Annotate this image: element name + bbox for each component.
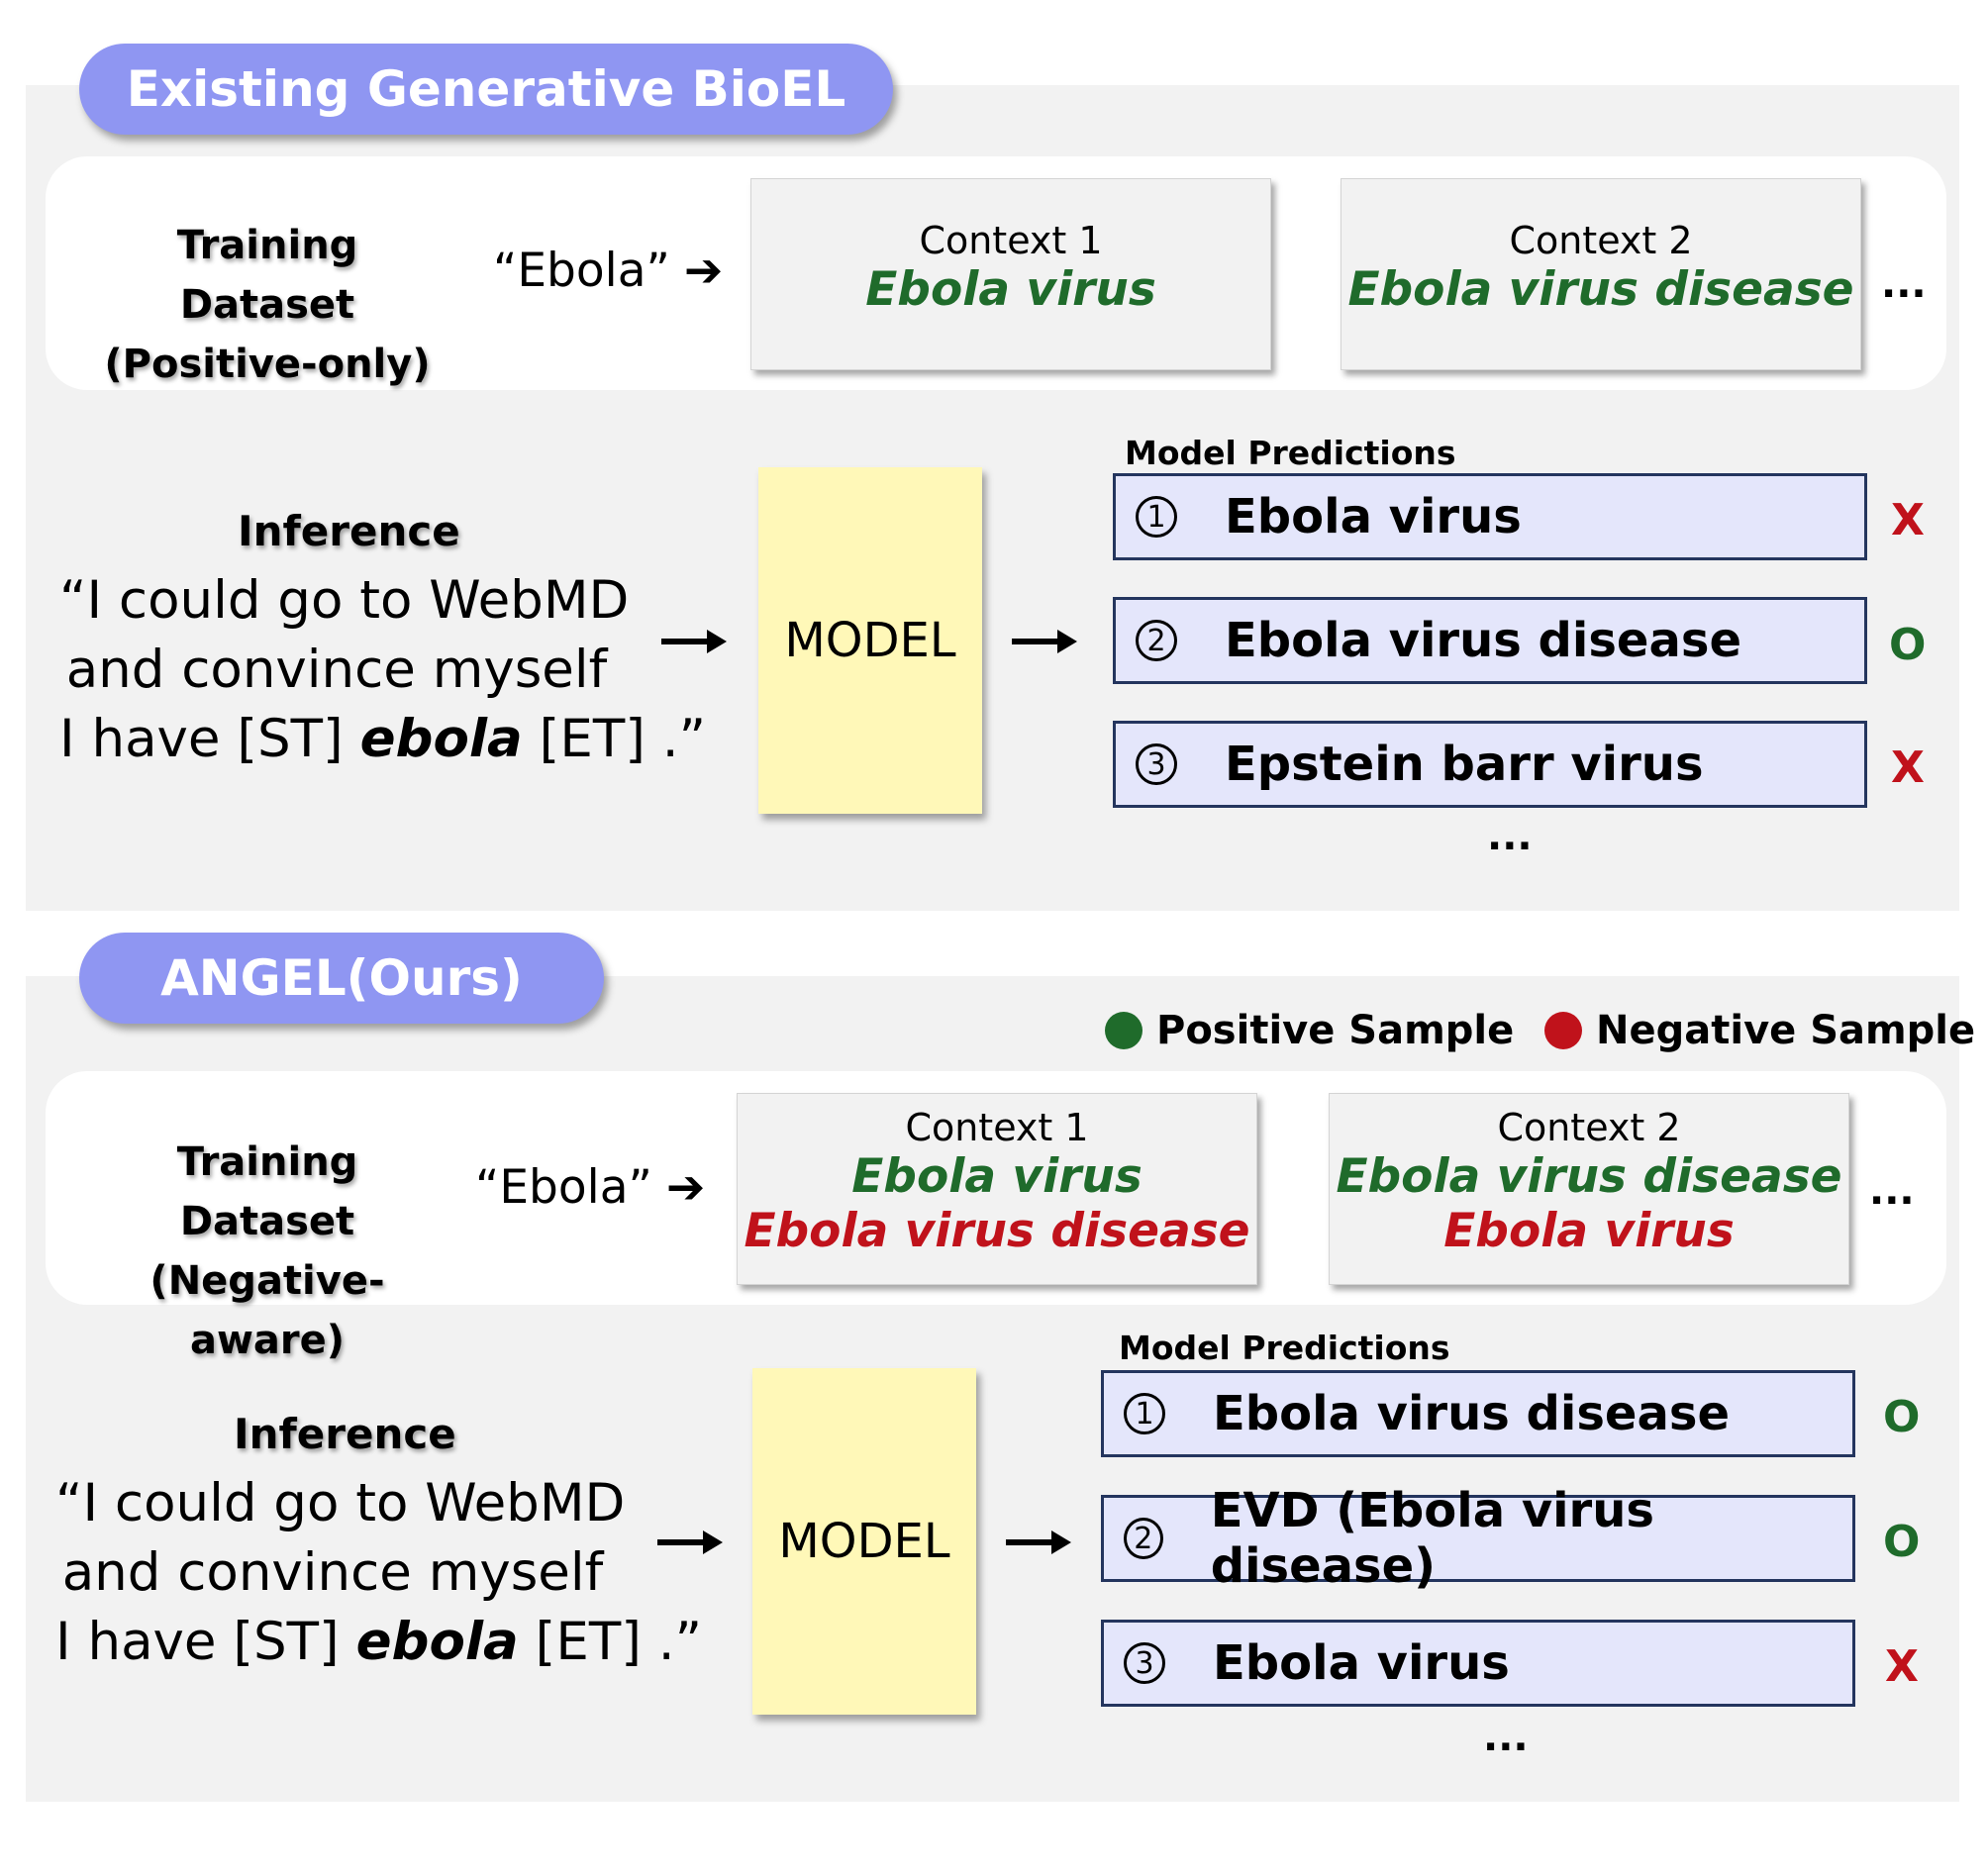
prediction-text: Ebola virus <box>1213 1635 1510 1691</box>
legend-positive-label: Positive Sample <box>1156 1008 1515 1053</box>
context-title: Context 1 <box>905 1106 1089 1149</box>
prediction-row: 1 Ebola virus disease <box>1101 1370 1855 1457</box>
training-label-line1: Training Dataset <box>176 223 358 328</box>
prediction-row: 3 Epstein barr virus <box>1113 721 1867 808</box>
angel-model-box: MODEL <box>752 1368 976 1715</box>
existing-inference-text: “I could go to WebMD and convince myself… <box>59 566 707 774</box>
mention-text: ebola <box>355 1612 519 1672</box>
prediction-text: Ebola virus disease <box>1225 613 1741 668</box>
legend-positive: Positive Sample <box>1105 1008 1514 1053</box>
output-arrow-icon <box>1012 630 1077 653</box>
context-entity-positive: Ebola virus <box>851 1149 1143 1204</box>
inference-line3: I have [ST] ebola [ET] .” <box>59 709 707 769</box>
existing-context-1: Context 1 Ebola virus <box>750 178 1271 370</box>
context-title: Context 2 <box>1509 219 1693 262</box>
mention-text: ebola <box>359 709 523 769</box>
training-label-line2: (Negative-aware) <box>149 1258 385 1363</box>
training-label-line2: (Positive-only) <box>104 342 431 387</box>
inference-line1: “I could go to WebMD <box>55 1473 626 1533</box>
input-arrow-icon <box>661 630 727 653</box>
context-entity-positive: Ebola virus <box>865 262 1156 317</box>
prediction-row: 1 Ebola virus <box>1113 473 1867 560</box>
context-entity-positive: Ebola virus disease <box>1336 1149 1842 1204</box>
angel-context-2: Context 2 Ebola virus disease Ebola viru… <box>1329 1093 1849 1285</box>
prediction-text: Ebola virus <box>1225 489 1522 544</box>
correct-mark: O <box>1883 1392 1921 1442</box>
rank-3-icon: 3 <box>1136 743 1177 785</box>
rank-3-icon: 3 <box>1124 1642 1165 1684</box>
context-title: Context 2 <box>1497 1106 1681 1149</box>
existing-context-more: ... <box>1881 261 1927 307</box>
angel-inference-title: Inference <box>234 1410 456 1458</box>
inference-line3: I have [ST] ebola [ET] .” <box>55 1612 703 1672</box>
input-arrow-icon <box>657 1530 723 1554</box>
angel-predictions-title: Model Predictions <box>1119 1329 1450 1367</box>
output-arrow-icon <box>1006 1530 1071 1554</box>
training-label-line1: Training Dataset <box>176 1139 358 1244</box>
inference-line2: and convince myself <box>61 1542 604 1603</box>
rank-2-icon: 2 <box>1124 1518 1163 1559</box>
wrong-mark: X <box>1885 1641 1919 1692</box>
rank-1-icon: 1 <box>1124 1393 1165 1434</box>
rank-1-icon: 1 <box>1136 496 1177 538</box>
rank-2-icon: 2 <box>1136 620 1177 661</box>
existing-predictions-title: Model Predictions <box>1125 434 1456 472</box>
prediction-text: Ebola virus disease <box>1213 1386 1730 1441</box>
angel-context-more: ... <box>1869 1168 1915 1214</box>
inference-line1: “I could go to WebMD <box>59 570 630 631</box>
prediction-text: Epstein barr virus <box>1225 737 1704 792</box>
prediction-row: 2 Ebola virus disease <box>1113 597 1867 684</box>
angel-query: “Ebola” ➔ <box>475 1160 705 1215</box>
right-arrow-icon: ➔ <box>683 244 724 298</box>
legend-negative: Negative Sample <box>1544 1008 1975 1053</box>
prediction-row: 3 Ebola virus <box>1101 1620 1855 1707</box>
angel-training-label: Training Dataset (Negative-aware) <box>89 1133 446 1370</box>
wrong-mark: X <box>1891 495 1925 545</box>
angel-title-pill: ANGEL(Ours) <box>79 933 604 1024</box>
existing-title-pill: Existing Generative BioEL <box>79 44 893 135</box>
query-text: “Ebola” <box>475 1160 652 1215</box>
existing-context-2: Context 2 Ebola virus disease <box>1341 178 1861 370</box>
wrong-mark: X <box>1891 742 1925 793</box>
negative-dot-icon <box>1544 1012 1582 1049</box>
context-entity-negative: Ebola virus <box>1443 1204 1735 1258</box>
context-title: Context 1 <box>919 219 1103 262</box>
right-arrow-icon: ➔ <box>665 1160 706 1215</box>
legend-negative-label: Negative Sample <box>1596 1008 1976 1053</box>
existing-model-box: MODEL <box>758 467 982 814</box>
angel-predictions-more: ... <box>1483 1715 1529 1760</box>
existing-inference-title: Inference <box>238 507 460 555</box>
existing-predictions-more: ... <box>1487 814 1533 859</box>
query-text: “Ebola” <box>493 244 670 298</box>
existing-training-label: Training Dataset (Positive-only) <box>89 216 446 394</box>
angel-inference-text: “I could go to WebMD and convince myself… <box>55 1469 703 1677</box>
context-entity-negative: Ebola virus disease <box>744 1204 1250 1258</box>
inference-line2: and convince myself <box>65 640 608 700</box>
correct-mark: O <box>1883 1517 1921 1567</box>
correct-mark: O <box>1889 620 1927 670</box>
prediction-row: 2 EVD (Ebola virus disease) <box>1101 1483 1855 1594</box>
context-entity-positive: Ebola virus disease <box>1347 262 1854 317</box>
existing-query: “Ebola” ➔ <box>493 244 723 298</box>
angel-context-1: Context 1 Ebola virus Ebola virus diseas… <box>737 1093 1257 1285</box>
positive-dot-icon <box>1105 1012 1143 1049</box>
prediction-text: EVD (Ebola virus disease) <box>1210 1483 1654 1594</box>
